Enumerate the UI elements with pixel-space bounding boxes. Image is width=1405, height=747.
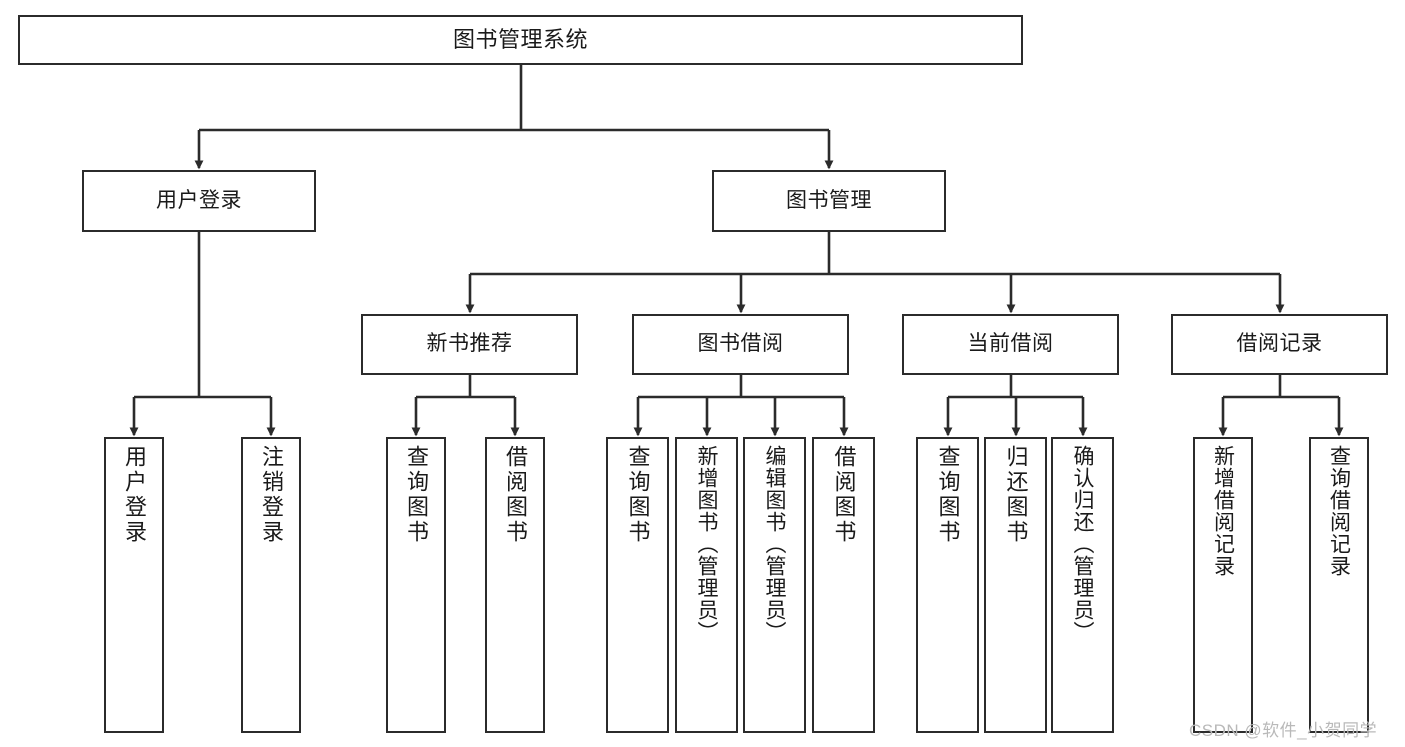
node-label: 新增图书（管理员） [695, 445, 718, 643]
edge-bus-borrow [638, 375, 844, 399]
node-leaf-10[interactable]: 归还图书 [984, 437, 1047, 733]
node-leaf-2[interactable]: 注销登录 [241, 437, 301, 733]
node-login[interactable]: 用户登录 [82, 170, 316, 232]
node-label: 查询图书 [625, 445, 651, 545]
node-label: 查询图书 [404, 445, 429, 545]
node-label: 用户登录 [156, 188, 242, 212]
edge-group [129, 65, 1344, 437]
edge-bus-records [1223, 375, 1339, 399]
node-label: 确认归还（管理员） [1071, 445, 1094, 643]
node-label: 图书管理 [786, 188, 872, 212]
node-label: 注销登录 [259, 445, 284, 545]
node-label: 用户登录 [122, 445, 147, 545]
node-leaf-7[interactable]: 编辑图书（管理员） [743, 437, 806, 733]
node-label: 新增借阅记录 [1211, 445, 1235, 577]
node-label: 查询借阅记录 [1327, 445, 1351, 577]
node-records[interactable]: 借阅记录 [1171, 314, 1388, 375]
node-leaf-12[interactable]: 新增借阅记录 [1193, 437, 1253, 733]
node-label: 借阅图书 [831, 445, 857, 545]
node-label: 查询图书 [935, 445, 961, 545]
node-leaf-13[interactable]: 查询借阅记录 [1309, 437, 1369, 733]
node-leaf-9[interactable]: 查询图书 [916, 437, 979, 733]
edge-bus-login [134, 232, 271, 399]
node-bookmgmt[interactable]: 图书管理 [712, 170, 946, 232]
node-label: 归还图书 [1003, 445, 1029, 545]
node-leaf-5[interactable]: 查询图书 [606, 437, 669, 733]
node-label: 借阅记录 [1236, 332, 1323, 356]
node-label: 编辑图书（管理员） [763, 445, 786, 643]
node-leaf-8[interactable]: 借阅图书 [812, 437, 875, 733]
edge-bus-root [199, 65, 829, 132]
node-leaf-1[interactable]: 用户登录 [104, 437, 164, 733]
edge-bus-current [948, 375, 1083, 399]
csdn-watermark: CSDN @软件_小贺同学 [1189, 721, 1378, 740]
edge-bus-bookmgmt [470, 232, 1280, 276]
node-label: 图书管理系统 [452, 27, 588, 53]
node-root[interactable]: 图书管理系统 [18, 15, 1023, 65]
node-leaf-3[interactable]: 查询图书 [386, 437, 446, 733]
node-newrec[interactable]: 新书推荐 [361, 314, 578, 375]
node-borrow[interactable]: 图书借阅 [632, 314, 849, 375]
edge-bus-newrec [416, 375, 515, 399]
node-label: 图书借阅 [697, 332, 784, 356]
node-label: 借阅图书 [503, 445, 528, 545]
node-leaf-6[interactable]: 新增图书（管理员） [675, 437, 738, 733]
node-leaf-4[interactable]: 借阅图书 [485, 437, 545, 733]
node-label: 当前借阅 [967, 332, 1054, 356]
node-current[interactable]: 当前借阅 [902, 314, 1119, 375]
node-leaf-11[interactable]: 确认归还（管理员） [1051, 437, 1114, 733]
node-label: 新书推荐 [426, 332, 513, 356]
